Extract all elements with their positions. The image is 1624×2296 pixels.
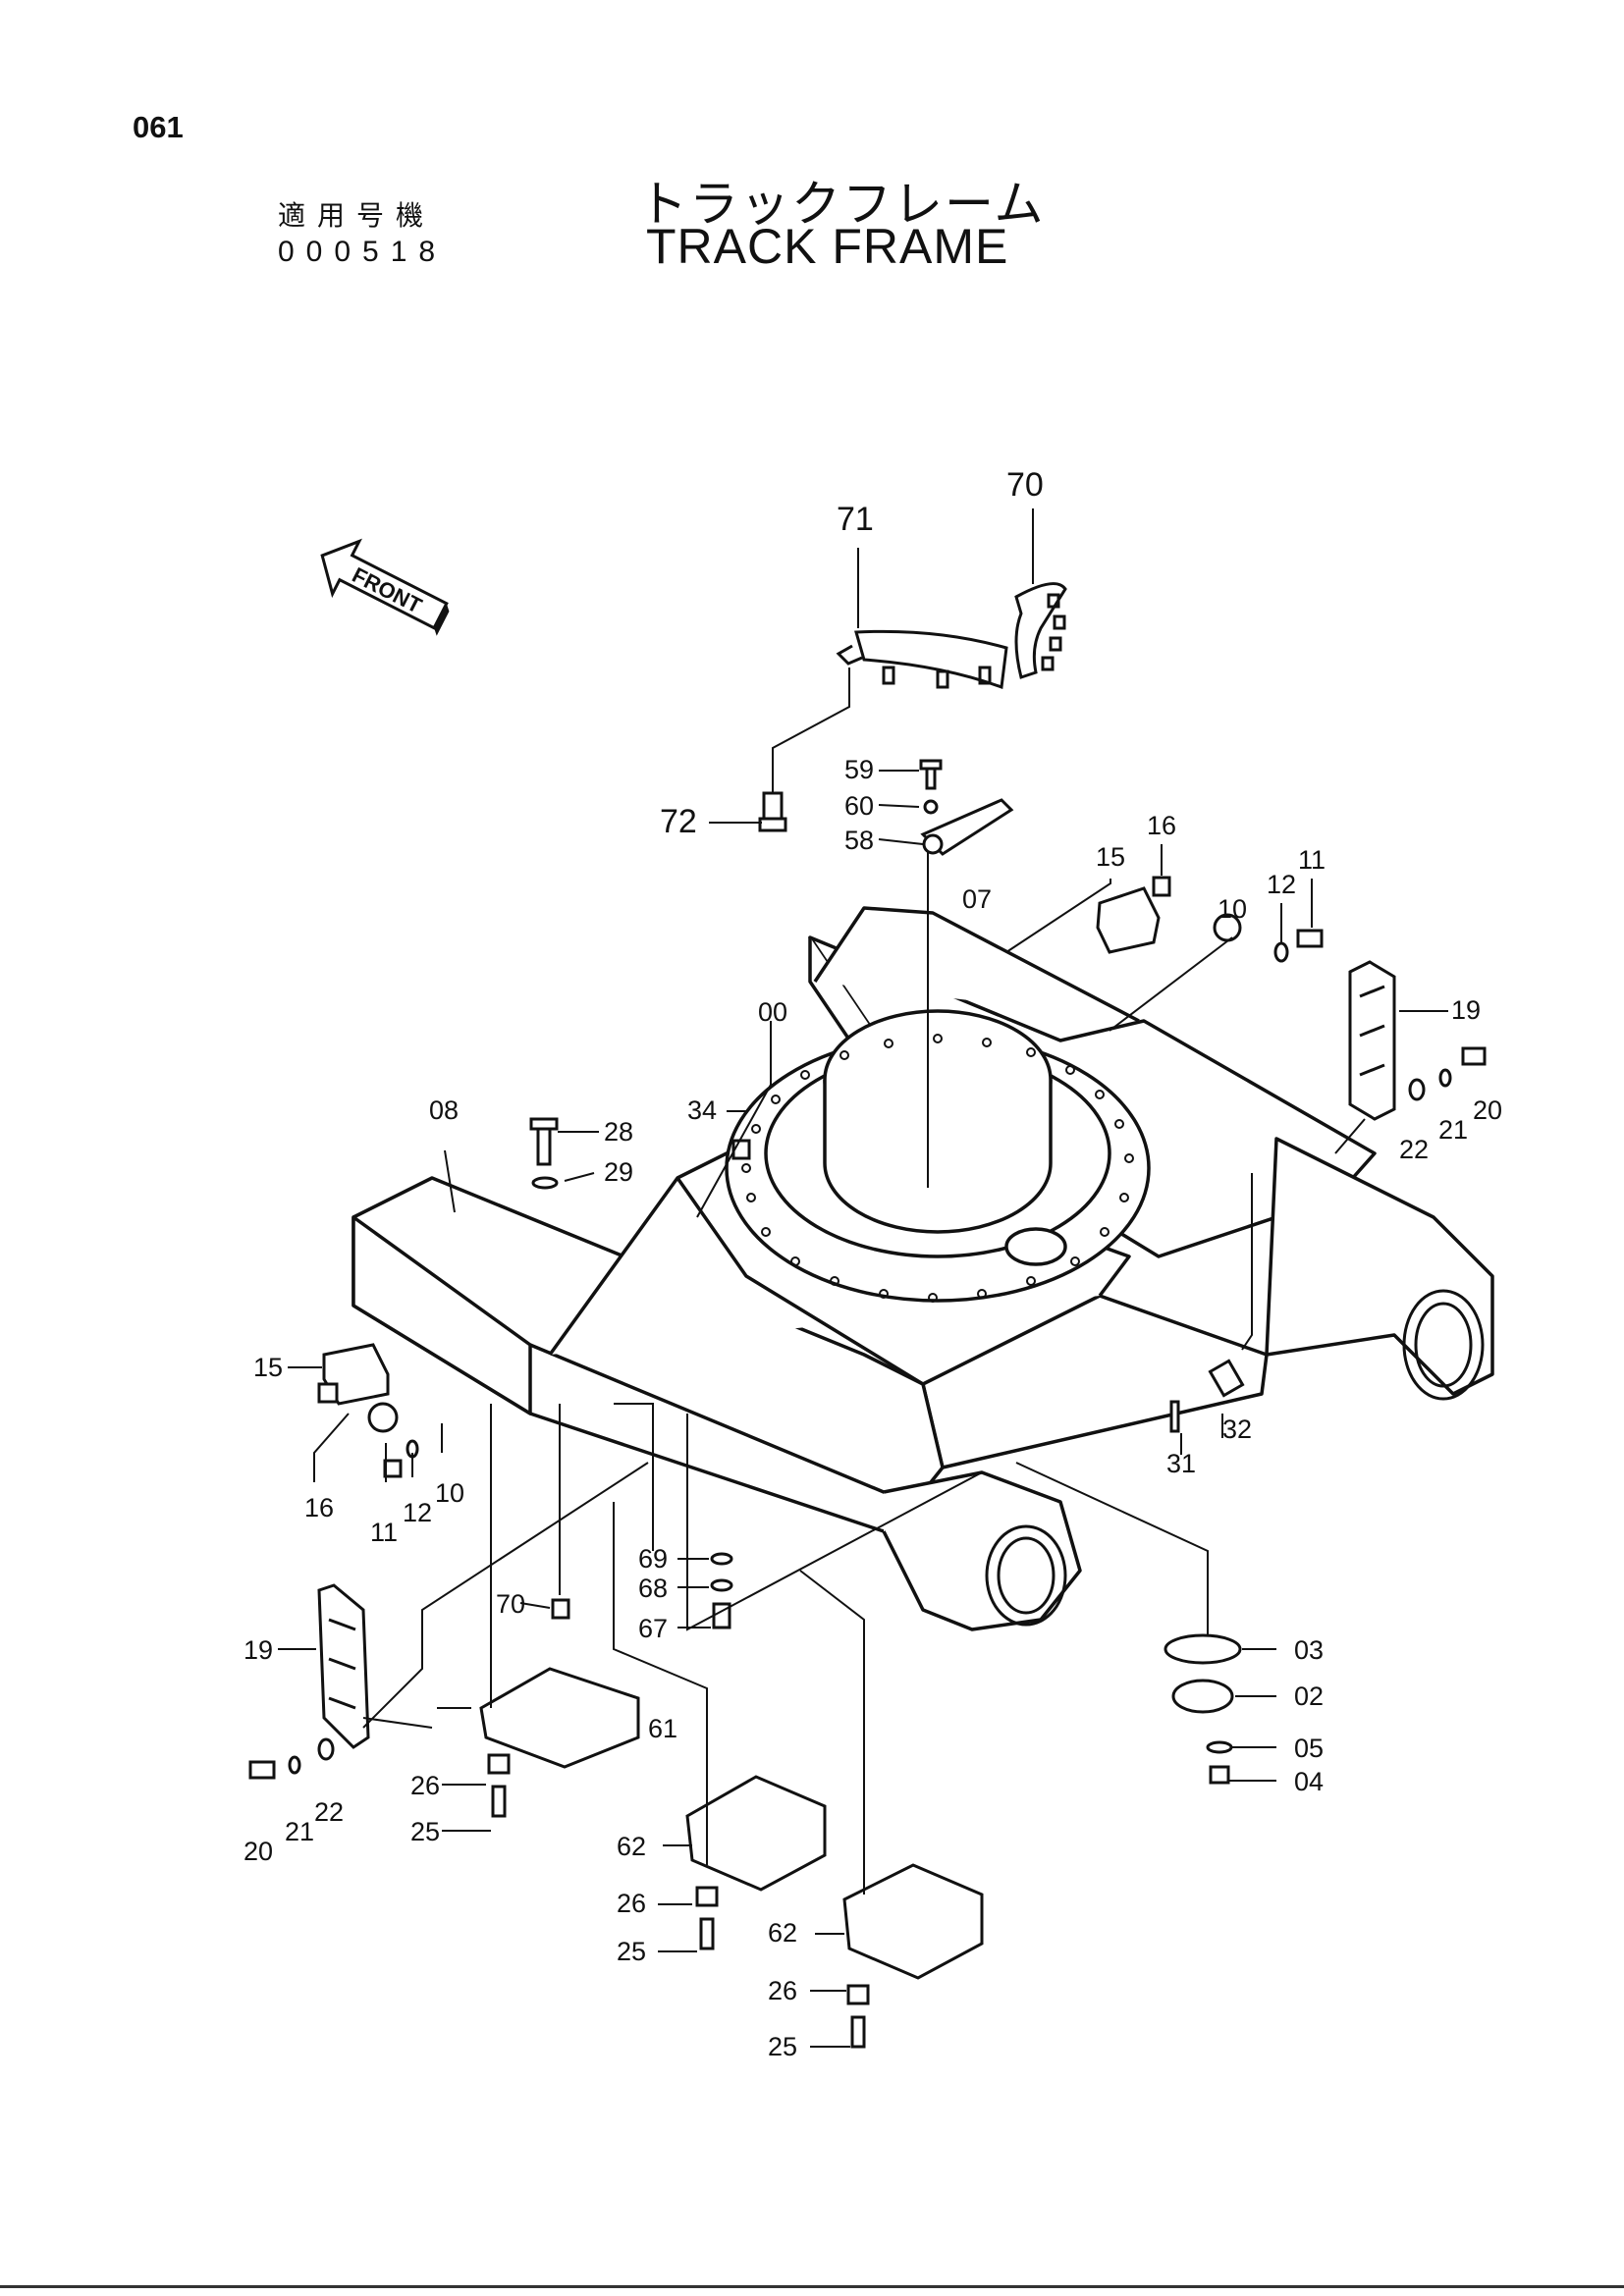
callout-05: 05 xyxy=(1294,1734,1324,1763)
callout-10-right: 10 xyxy=(1218,894,1247,924)
callout-21-right: 21 xyxy=(1438,1115,1468,1145)
bolt-72 xyxy=(758,791,787,832)
callout-19-right: 19 xyxy=(1451,995,1481,1025)
callout-11-right: 11 xyxy=(1298,845,1326,875)
callout-20-left: 20 xyxy=(244,1837,273,1866)
callout-34: 34 xyxy=(687,1095,717,1125)
callout-16-left: 16 xyxy=(304,1493,334,1522)
callout-15-left: 15 xyxy=(253,1353,283,1382)
callout-26-first: 26 xyxy=(410,1771,440,1800)
callout-26-third: 26 xyxy=(768,1976,797,2005)
small-parts xyxy=(248,876,1487,2049)
callout-03: 03 xyxy=(1294,1635,1324,1665)
side-cover-15-left xyxy=(322,1343,390,1406)
callout-70-top: 70 xyxy=(1006,466,1044,504)
callout-29: 29 xyxy=(604,1157,633,1187)
callout-69: 69 xyxy=(638,1544,668,1574)
idler-bores xyxy=(985,1289,1485,1627)
callout-60: 60 xyxy=(844,791,874,821)
callout-21-left: 21 xyxy=(285,1817,314,1846)
model-label: 適用号機 xyxy=(278,200,436,231)
callout-22-right: 22 xyxy=(1399,1135,1429,1164)
callout-16-right: 16 xyxy=(1147,811,1176,840)
footer-rule xyxy=(0,2285,1624,2288)
callout-68: 68 xyxy=(638,1574,668,1603)
callout-72: 72 xyxy=(660,803,697,840)
callout-25-third: 25 xyxy=(768,2032,797,2061)
callout-62-lower: 62 xyxy=(768,1918,797,1948)
callout-04: 04 xyxy=(1294,1767,1324,1796)
callout-10-left: 10 xyxy=(435,1478,464,1508)
side-cover-15-right xyxy=(1096,886,1161,954)
callout-19-left: 19 xyxy=(244,1635,273,1665)
roller-guard-61 xyxy=(479,1667,640,1769)
callout-00: 00 xyxy=(758,997,787,1027)
callout-67: 67 xyxy=(638,1614,668,1643)
callout-22-left: 22 xyxy=(314,1797,344,1827)
callout-15-right: 15 xyxy=(1096,842,1125,872)
callout-08: 08 xyxy=(429,1095,459,1125)
page-number: 061 xyxy=(133,110,184,144)
callout-70-bottom: 70 xyxy=(496,1589,525,1619)
callout-26-second: 26 xyxy=(617,1889,646,1918)
title-english: TRACK FRAME xyxy=(646,219,1009,274)
callout-61: 61 xyxy=(648,1714,677,1743)
callout-58: 58 xyxy=(844,826,874,855)
callout-12-right: 12 xyxy=(1267,870,1296,899)
swing-bearing-cover-70 xyxy=(1014,582,1067,679)
callout-62-upper: 62 xyxy=(617,1832,646,1861)
callout-11-left: 11 xyxy=(370,1518,398,1547)
swing-bearing-cover-71 xyxy=(836,629,1008,690)
travel-motor-cover-03-02 xyxy=(1164,1633,1242,1785)
swing-circle-bolt-holes xyxy=(741,1034,1134,1303)
ladder-19-left xyxy=(317,1583,370,1749)
swing-circle xyxy=(725,1009,1151,1303)
callout-25-second: 25 xyxy=(617,1937,646,1966)
ladder-19-right xyxy=(1348,960,1396,1121)
model-code: 000518 xyxy=(278,236,448,268)
callout-labels: 71 70 72 59 60 58 16 15 12 11 07 10 19 0… xyxy=(244,466,1502,2061)
callout-32: 32 xyxy=(1222,1415,1252,1444)
callout-31: 31 xyxy=(1166,1449,1196,1478)
callout-02: 02 xyxy=(1294,1682,1324,1711)
callout-28: 28 xyxy=(604,1117,633,1147)
callout-12-left: 12 xyxy=(403,1498,432,1527)
callout-20-right: 20 xyxy=(1473,1095,1502,1125)
title-japanese: トラックフレーム xyxy=(638,177,1046,232)
callout-59: 59 xyxy=(844,755,874,784)
leader-lines xyxy=(278,508,1448,2048)
callout-71: 71 xyxy=(837,501,874,538)
callout-07: 07 xyxy=(962,884,992,914)
lever-58 xyxy=(919,759,1014,856)
roller-guard-62-upper xyxy=(685,1775,827,1892)
front-arrow-icon: FRONT xyxy=(320,538,450,636)
roller-guard-62-lower xyxy=(842,1863,984,1980)
callout-25-first: 25 xyxy=(410,1817,440,1846)
